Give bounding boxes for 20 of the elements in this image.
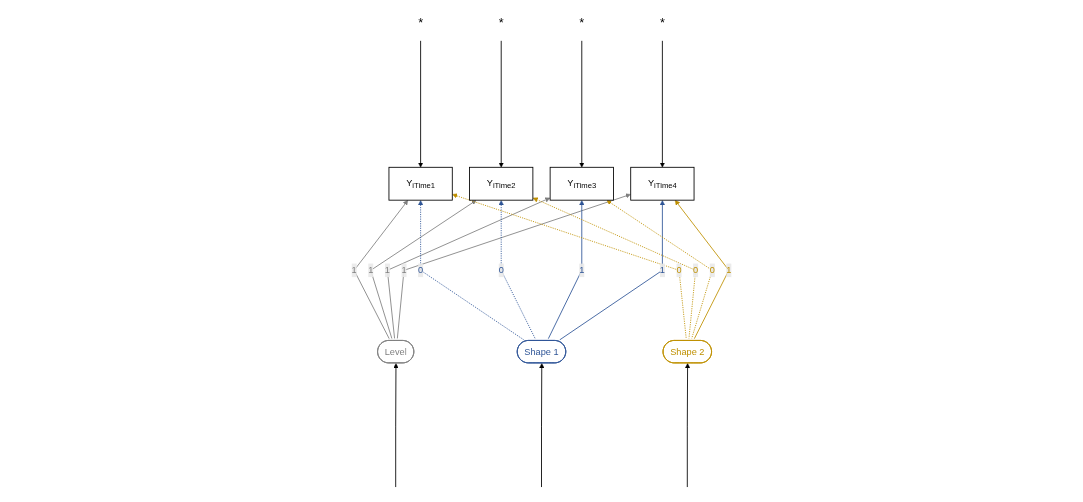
node-text: * — [659, 15, 665, 30]
node-box: Y$_{iTime1}$ — [388, 166, 453, 201]
node-box: Y$_{iTime3}$ — [549, 166, 614, 201]
edge-label: 1 — [368, 265, 374, 275]
edge-label: 0 — [676, 265, 682, 275]
edge-label: 1 — [384, 265, 390, 275]
node-box: Y$_{iTime4}$ — [630, 166, 695, 201]
node-text: * — [498, 15, 504, 30]
edge-label: 0 — [418, 265, 424, 275]
node-box: Y$_{iTime2}$ — [469, 166, 534, 201]
edge-label: 1 — [401, 265, 407, 275]
edge-label: 0 — [693, 265, 699, 275]
edge-label: 0 — [498, 265, 504, 275]
node-text: * — [579, 15, 585, 30]
edge-label: 1 — [726, 265, 732, 275]
node-text: * — [418, 15, 424, 30]
edge-label: 1 — [579, 265, 585, 275]
edge-label: 1 — [659, 265, 665, 275]
edge-label: 0 — [709, 265, 715, 275]
edge-label: 1 — [351, 265, 357, 275]
